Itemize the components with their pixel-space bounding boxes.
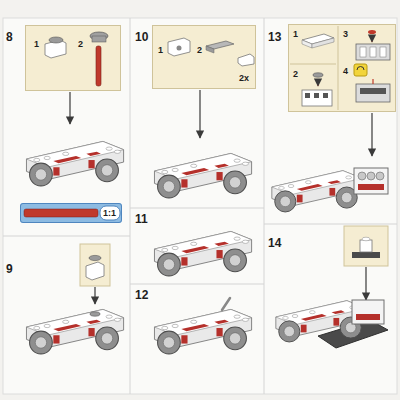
- white-brick: [45, 37, 66, 58]
- red-bar: [96, 46, 101, 86]
- step-number: 12: [135, 288, 148, 303]
- white-part: [360, 47, 366, 57]
- step-number: 13: [268, 30, 281, 45]
- parts-callout: 12: [25, 25, 121, 91]
- car-model: [26, 141, 123, 185]
- grey-tile-side: [206, 46, 214, 53]
- divider: [130, 208, 264, 209]
- callout-fill: [25, 25, 121, 91]
- white-brick: [168, 38, 190, 56]
- scale-label: 1:1: [103, 207, 116, 219]
- substep-number: 1: [158, 44, 163, 56]
- stud: [362, 237, 370, 241]
- grey-assembly: [356, 84, 390, 102]
- bumper-stud: [376, 172, 384, 180]
- round-tile: [49, 37, 63, 43]
- substep-number: 2: [293, 68, 298, 80]
- divider: [264, 18, 265, 394]
- assembly-arrow: [365, 267, 366, 300]
- socket: [314, 93, 319, 98]
- step-number: 9: [6, 262, 13, 277]
- assembly-arrow: [199, 90, 200, 138]
- substep-number: 2: [197, 44, 202, 56]
- scale-badge: [100, 206, 120, 220]
- round-tile-side: [92, 36, 106, 42]
- white-brick: [360, 240, 372, 252]
- substep-number: 2: [78, 38, 83, 50]
- socket: [305, 93, 310, 98]
- round-tile: [313, 73, 323, 77]
- callout-divider: [290, 64, 336, 65]
- white-slope: [238, 54, 254, 66]
- substep-number: 2x: [239, 72, 249, 84]
- bumper-red: [356, 314, 380, 320]
- step-number: 10: [135, 30, 148, 45]
- assembly-arrow: [69, 92, 70, 124]
- callout-box: [80, 244, 110, 286]
- bumper-block: [354, 168, 388, 194]
- callout-divider: [338, 26, 339, 110]
- divider: [130, 18, 131, 394]
- bumper-red: [358, 184, 384, 190]
- step-number: 14: [268, 236, 281, 251]
- brick-hole: [177, 46, 182, 51]
- substep-number: 1: [34, 38, 39, 50]
- car-model: [154, 231, 251, 275]
- divider: [264, 224, 397, 225]
- white-part: [380, 47, 386, 57]
- ruler-part: [24, 209, 98, 217]
- white-plate-side: [302, 40, 312, 48]
- part-arrow: [371, 35, 372, 42]
- dark-plate: [352, 252, 380, 258]
- dark-tile: [360, 88, 386, 94]
- white-brick: [86, 262, 104, 280]
- substep-number: 4: [343, 65, 348, 77]
- red-stud: [368, 30, 376, 34]
- bumper-stud: [358, 172, 366, 180]
- car-model: [272, 171, 362, 212]
- substep-number: 3: [343, 28, 348, 40]
- parts-callout: 1 2 3 4: [288, 24, 396, 112]
- ruler-bar: [20, 203, 122, 223]
- car-model: [154, 309, 251, 353]
- rotate-icon: [354, 64, 367, 76]
- rotate-symbol: [357, 67, 364, 71]
- car-model: [154, 153, 251, 197]
- bumper-stud: [367, 172, 375, 180]
- part-arrow: [372, 79, 373, 84]
- substep-number: 1: [293, 28, 298, 40]
- part-arrow: [317, 79, 318, 86]
- round-tile: [89, 255, 101, 260]
- scale-ruler: 1:1: [20, 203, 122, 223]
- car-model: [26, 309, 123, 353]
- assembly-arrow: [371, 113, 372, 156]
- step-number: 11: [135, 212, 148, 227]
- round-tile: [90, 312, 100, 316]
- grey-assembly: [356, 44, 390, 60]
- parts-callout: 1 2 2x: [152, 25, 256, 89]
- lever: [222, 298, 230, 310]
- step-number: 8: [6, 30, 13, 45]
- white-part: [370, 47, 376, 57]
- white-brick: [302, 90, 332, 106]
- callout-fill: [152, 25, 256, 89]
- white-plate-side: [312, 38, 334, 48]
- page-panel: [3, 18, 397, 394]
- socket: [323, 93, 328, 98]
- callout-fill: [288, 24, 396, 112]
- divider: [130, 284, 264, 285]
- divider: [3, 236, 130, 237]
- assembly-arrow: [94, 287, 95, 304]
- front-bumper: [352, 300, 384, 324]
- front-bumper: [354, 168, 388, 194]
- callout-box: [344, 226, 388, 266]
